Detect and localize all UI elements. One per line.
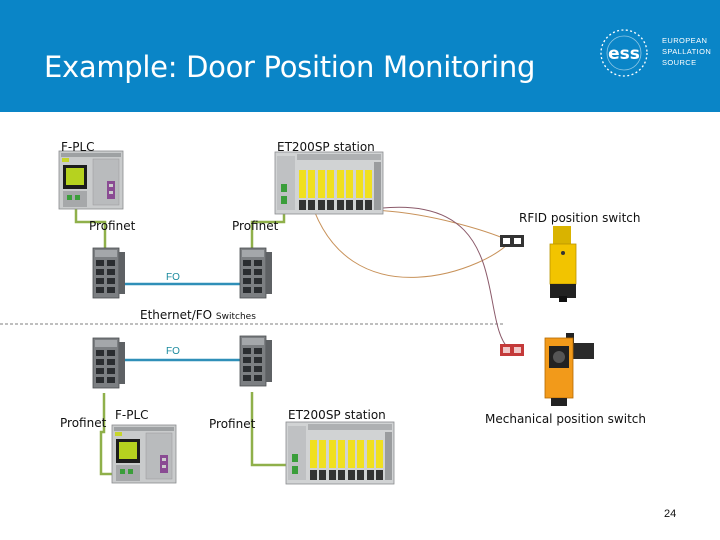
profinet-bottom-left-label: Profinet — [60, 416, 107, 430]
profinet-mid-label: Profinet — [232, 219, 279, 233]
switch-bottom-left — [92, 337, 126, 389]
mech-connector-icon — [500, 344, 524, 356]
logo-line-1: EUROPEAN — [662, 36, 708, 45]
title-banner — [0, 0, 720, 112]
rfid-switch-label: RFID position switch — [519, 211, 641, 225]
rfid-wire — [307, 191, 511, 278]
mech-wire — [354, 206, 511, 351]
mech-switch-label: Mechanical position switch — [485, 412, 646, 426]
switch-top-left — [92, 247, 126, 299]
logo-mark: ess — [608, 44, 640, 64]
f-plc-bottom-label: F-PLC — [115, 408, 149, 422]
f-plc-top-label: F-PLC — [61, 140, 95, 154]
logo-line-3: SOURCE — [662, 58, 697, 67]
rfid-connector-icon — [500, 235, 524, 247]
switch-top-right — [239, 247, 273, 299]
ethernet-fo-label: Ethernet/FO Switches — [140, 308, 256, 322]
logo-text: EUROPEAN SPALLATION SOURCE — [662, 35, 711, 68]
f-plc-bottom — [111, 424, 177, 484]
mechanical-position-switch-icon — [544, 333, 594, 406]
ess-logo-icon: ess — [596, 27, 658, 86]
profinet-cable-bottom-left — [99, 393, 116, 476]
fo-top-label: FO — [166, 272, 180, 283]
profinet-bottom-mid-label: Profinet — [209, 417, 256, 431]
fo-bottom-label: FO — [166, 346, 180, 357]
switches-text: Switches — [215, 312, 256, 322]
profinet-left-label: Profinet — [89, 219, 136, 233]
logo-line-2: SPALLATION — [662, 47, 712, 56]
ethernet-fo-text: Ethernet/FO — [140, 308, 213, 322]
slide-title: Example: Door Position Monitoring — [44, 50, 536, 84]
et200sp-station-top — [274, 151, 384, 215]
et200sp-bottom-label: ET200SP station — [288, 408, 386, 422]
page-number: 24 — [664, 508, 677, 520]
profinet-cable-bottom-mid — [250, 392, 295, 467]
profinet-cable-top-left — [74, 208, 107, 256]
f-plc-top — [58, 150, 124, 210]
rfid-position-switch-icon — [549, 226, 577, 302]
et200sp-top-label: ET200SP station — [277, 140, 375, 154]
et200sp-station-bottom — [285, 421, 395, 485]
switch-bottom-right — [239, 335, 273, 387]
